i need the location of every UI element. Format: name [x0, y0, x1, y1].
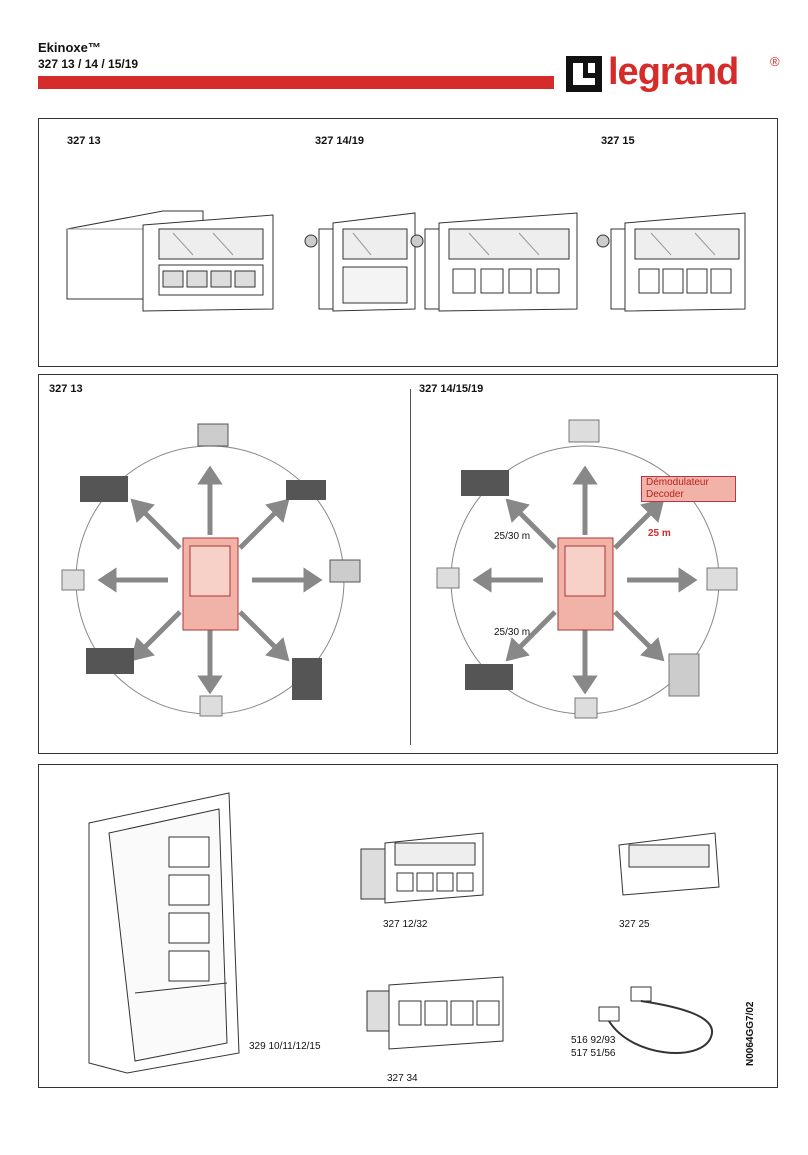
computer-icon — [568, 419, 600, 443]
module-32715-illustration — [596, 212, 746, 312]
panel-divider — [410, 389, 411, 745]
computer-icon — [329, 559, 361, 583]
enclosure-code: 329 10/11/12/15 — [249, 1041, 321, 1052]
module-32714-illustration — [304, 212, 416, 312]
document-reference: N0064GG7/02 — [745, 1001, 756, 1067]
server-icon — [668, 653, 700, 697]
monitor-icon — [80, 476, 128, 502]
phone-icon — [199, 695, 223, 717]
module-assembly-illustration — [360, 832, 484, 904]
network-label-left: 327 13 — [49, 383, 83, 395]
decoder-label-fr: Démodulateur — [646, 477, 709, 488]
coupler-illustration — [366, 976, 504, 1050]
phone-icon — [61, 569, 85, 591]
network-diagram-right — [436, 419, 738, 719]
distance-label-1: 25/30 m — [494, 531, 531, 542]
product-label-3271419: 327 14/19 — [315, 135, 364, 147]
document-title: Ekinoxe™ — [38, 40, 101, 55]
printer-icon — [286, 480, 326, 500]
phone-icon — [574, 697, 598, 719]
accessories-panel: 329 10/11/12/15 327 12/32 327 25 327 34 … — [38, 764, 778, 1088]
registered-mark: ® — [770, 54, 780, 69]
document-subtitle: 327 13 / 14 / 15/19 — [38, 57, 139, 71]
monitor-icon — [461, 470, 509, 496]
legrand-logo: legrand ® — [564, 50, 784, 98]
cover-code: 327 25 — [619, 919, 650, 930]
cord-code-1: 516 92/93 — [571, 1035, 616, 1046]
product-label-32713: 327 13 — [67, 135, 101, 147]
network-diagram-left — [61, 423, 361, 717]
products-panel: 327 13 327 14/19 327 15 — [38, 118, 778, 367]
header-red-bar — [38, 76, 554, 89]
cord-illustration — [598, 986, 714, 1054]
monitor-icon — [465, 664, 513, 690]
decoder-label-en: Decoder — [646, 489, 684, 500]
module-code: 327 12/32 — [383, 919, 428, 930]
server-icon — [292, 658, 322, 700]
module-32719-illustration — [410, 212, 578, 312]
product-label-32715: 327 15 — [601, 135, 635, 147]
cord-code-2: 517 51/56 — [571, 1048, 616, 1059]
computer-icon — [197, 423, 229, 447]
legrand-mark-icon — [566, 56, 602, 92]
decoder-box: Démodulateur Decoder — [641, 476, 736, 502]
legrand-wordmark: legrand — [608, 51, 739, 93]
coupler-code: 327 34 — [387, 1073, 418, 1084]
cover-illustration — [618, 832, 720, 896]
network-label-right: 327 14/15/19 — [419, 383, 484, 395]
distance-label-2: 25/30 m — [494, 627, 531, 638]
network-panel: 327 13 327 14/15/19 — [38, 374, 778, 754]
distance-label-decoder: 25 m — [648, 528, 671, 539]
module-32713-illustration — [66, 210, 274, 312]
monitor-icon — [86, 648, 134, 674]
enclosure-illustration — [88, 792, 240, 1074]
phone-icon — [436, 567, 460, 589]
computer-icon — [706, 567, 738, 591]
